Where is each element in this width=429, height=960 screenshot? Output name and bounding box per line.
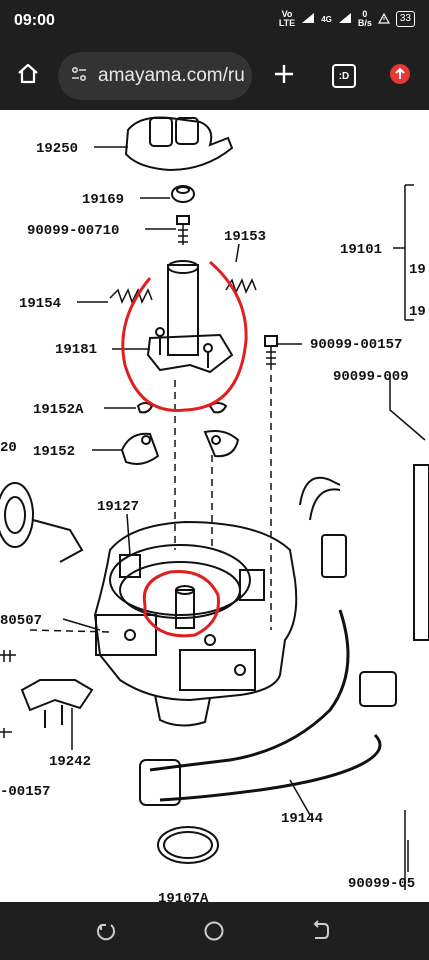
label-00157[interactable]: -00157: [0, 784, 50, 800]
label-19152A[interactable]: 19152A: [33, 402, 84, 418]
back-nav-button[interactable]: [310, 920, 332, 947]
label-19107A[interactable]: 19107A: [158, 891, 209, 902]
label-90099-05[interactable]: 90099-05: [348, 876, 415, 892]
signal-icon: [301, 12, 315, 26]
label-19154[interactable]: 19154: [19, 296, 61, 312]
home-circle-icon: [203, 921, 225, 946]
label-19-right-2[interactable]: 19: [409, 304, 426, 320]
tab-count-icon: :D: [332, 64, 356, 88]
label-20[interactable]: 20: [0, 440, 17, 456]
label-19181[interactable]: 19181: [55, 342, 97, 358]
recents-icon: [95, 924, 117, 946]
label-19169[interactable]: 19169: [82, 192, 124, 208]
home-icon: [16, 62, 40, 91]
site-settings-icon[interactable]: [70, 65, 88, 88]
label-19152[interactable]: 19152: [33, 444, 75, 460]
label-90099-00157[interactable]: 90099-00157: [310, 337, 402, 353]
tab-switcher-button[interactable]: :D: [326, 58, 362, 94]
battery-indicator: 33: [395, 11, 415, 27]
label-80507[interactable]: 80507: [0, 613, 42, 629]
label-19101[interactable]: 19101: [340, 242, 382, 258]
label-90099-00710[interactable]: 90099-00710: [27, 223, 119, 239]
label-19250[interactable]: 19250: [36, 141, 78, 157]
label-19153[interactable]: 19153: [224, 229, 266, 245]
update-menu-button[interactable]: [382, 58, 418, 94]
update-arrow-icon: [389, 63, 411, 90]
home-button[interactable]: [10, 58, 46, 94]
net-type: 4G: [321, 14, 332, 24]
browser-toolbar: amayama.com/ru :D: [0, 42, 429, 110]
address-bar[interactable]: amayama.com/ru: [58, 52, 252, 100]
label-90099-009[interactable]: 90099-009: [333, 369, 409, 385]
new-tab-button[interactable]: [266, 58, 302, 94]
signal-icon-2: [338, 12, 352, 26]
label-19-right-1[interactable]: 19: [409, 262, 426, 278]
status-time: 09:00: [14, 12, 55, 29]
back-icon: [310, 920, 332, 946]
home-nav-button[interactable]: [203, 920, 225, 947]
system-nav-bar: [0, 902, 429, 960]
url-text: amayama.com/ru: [98, 65, 245, 86]
recent-apps-button[interactable]: [95, 920, 117, 947]
label-19127[interactable]: 19127: [97, 499, 139, 515]
label-19144[interactable]: 19144: [281, 811, 323, 827]
parts-diagram[interactable]: 19250 19169 90099-00710 19153 19101 19 1…: [0, 110, 429, 902]
label-19242[interactable]: 19242: [49, 754, 91, 770]
warning-icon: [377, 12, 390, 26]
plus-icon: [273, 63, 295, 90]
